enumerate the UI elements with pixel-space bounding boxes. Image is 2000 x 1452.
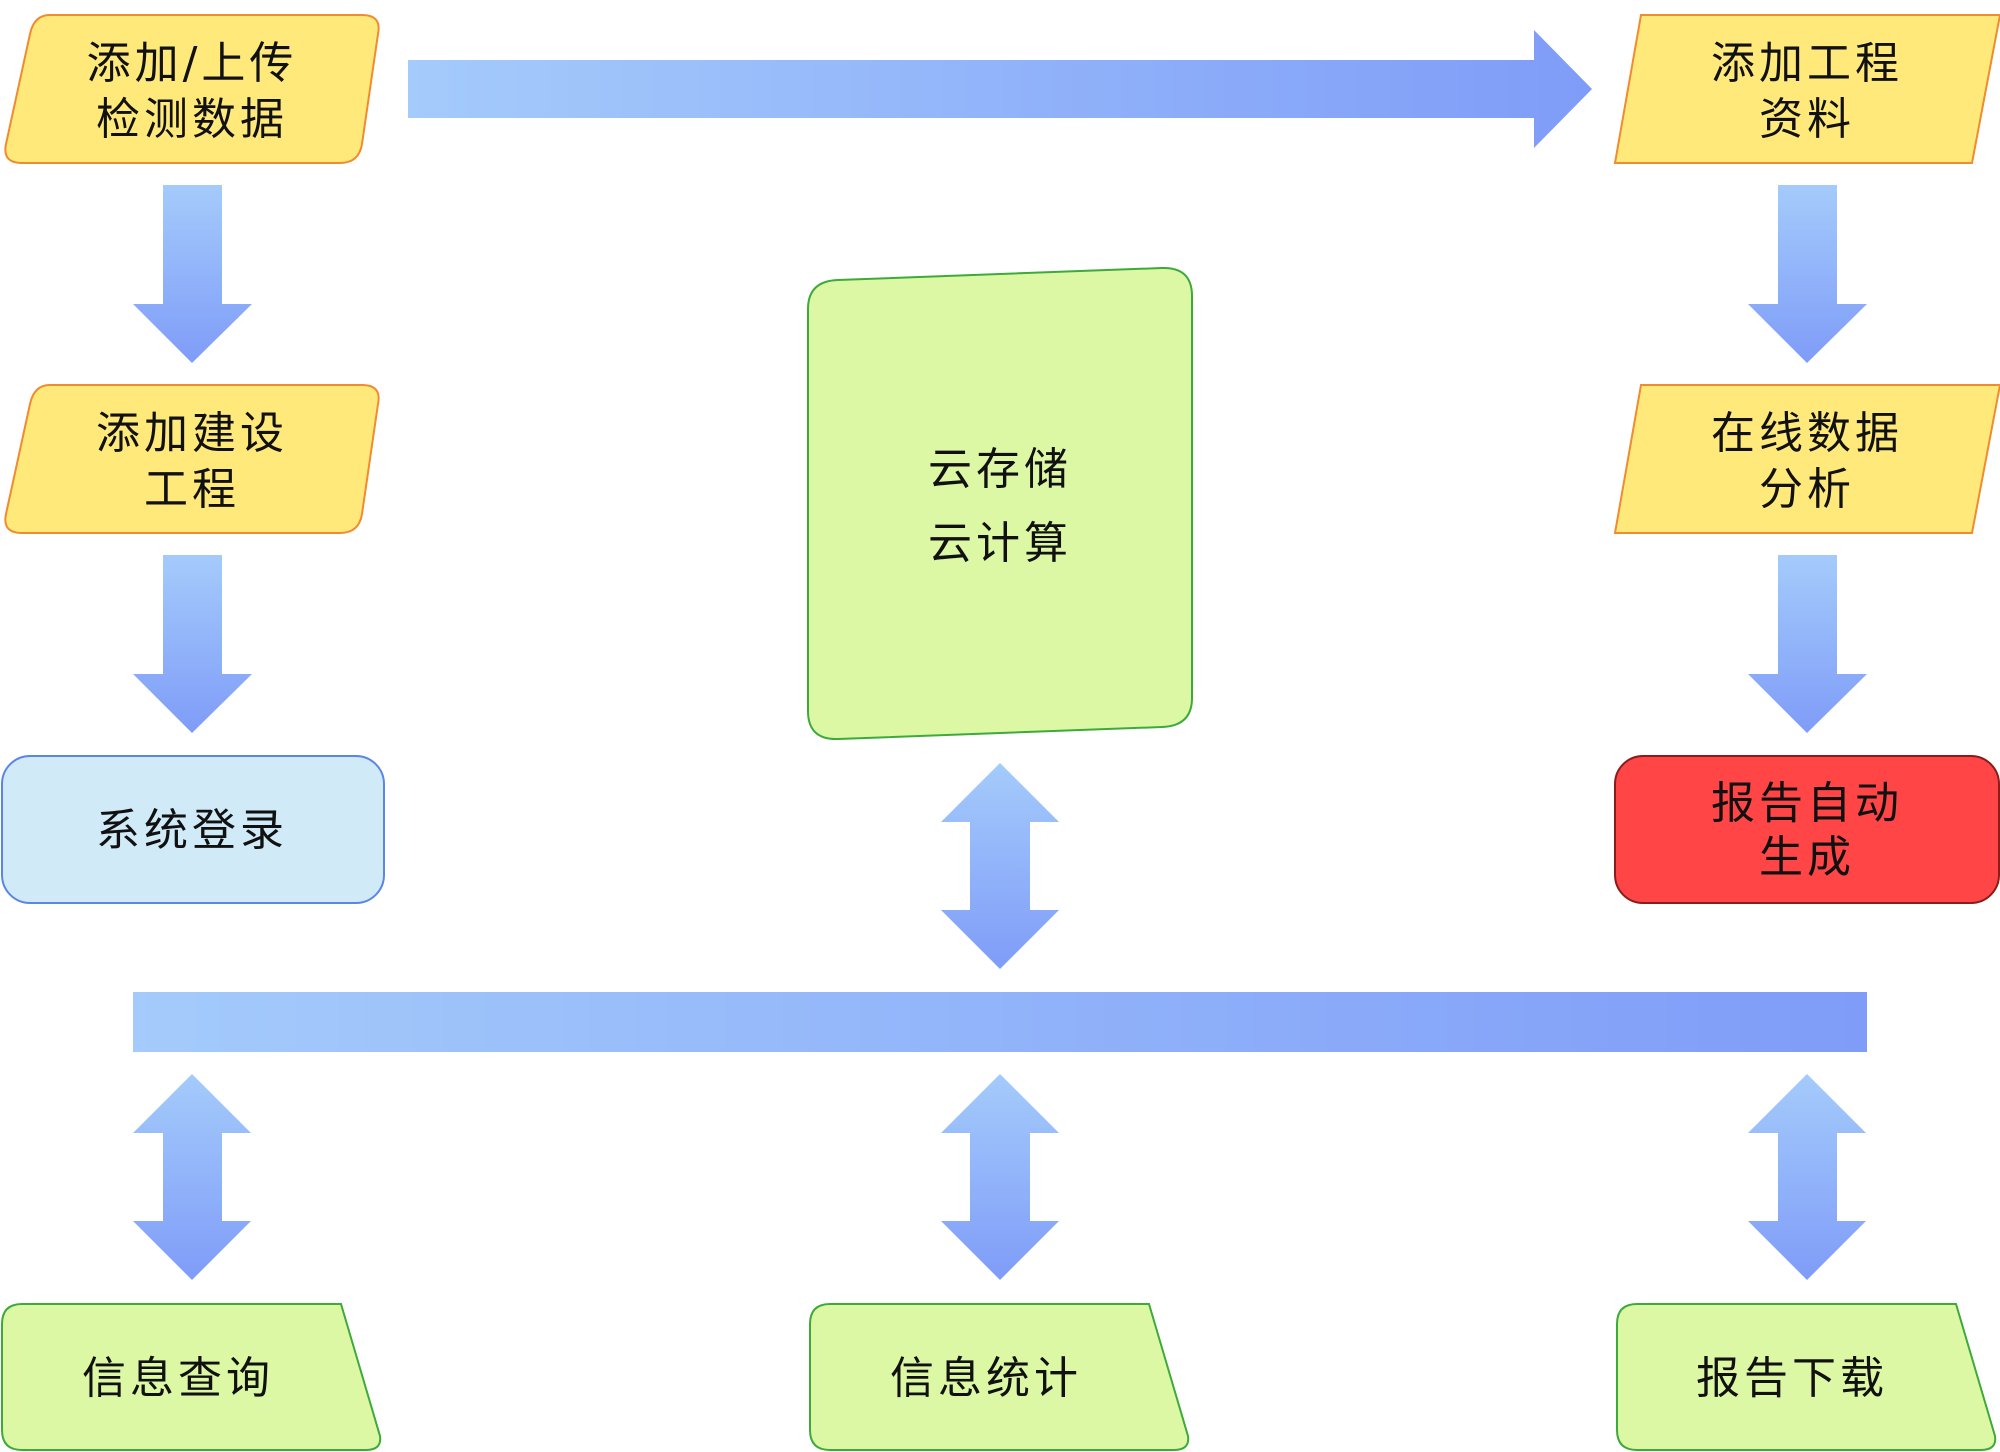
arrow-down-left-2 xyxy=(133,555,252,733)
node-label: 云存储 xyxy=(928,444,1072,495)
node-add-project-docs: 添加工程 资料 xyxy=(1613,14,2000,164)
node-online-data-analysis: 在线数据 分析 xyxy=(1613,384,2000,534)
node-label: 信息统计 xyxy=(890,1353,1082,1404)
node-label: 检测数据 xyxy=(96,94,288,145)
node-label: 分析 xyxy=(1759,464,1855,515)
arrow-right-top xyxy=(408,30,1592,148)
node-info-statistics: 信息统计 xyxy=(809,1303,1190,1451)
node-label: 添加工程 xyxy=(1711,38,1903,89)
node-upload-detection-data: 添加/上传 检测数据 xyxy=(4,14,380,164)
node-report-download: 报告下载 xyxy=(1616,1303,1997,1451)
arrow-down-left-1 xyxy=(133,185,252,363)
node-label: 生成 xyxy=(1759,832,1855,883)
node-info-query: 信息查询 xyxy=(1,1303,382,1451)
node-label: 报告自动 xyxy=(1711,778,1903,829)
node-label: 系统登录 xyxy=(96,805,288,856)
arrow-double-left-bottom xyxy=(133,1074,251,1280)
arrow-double-right-bottom xyxy=(1748,1074,1866,1280)
node-report-auto-generate: 报告自动 生成 xyxy=(1614,755,2000,904)
node-label: 添加建设 xyxy=(96,408,288,459)
arrow-double-center-top xyxy=(941,763,1059,969)
node-label: 云计算 xyxy=(928,518,1072,569)
node-label: 信息查询 xyxy=(82,1353,274,1404)
node-add-construction-project: 添加建设 工程 xyxy=(4,384,380,534)
bus-bar xyxy=(133,992,1867,1052)
node-label: 报告下载 xyxy=(1696,1353,1888,1404)
arrow-double-center-bottom xyxy=(941,1074,1059,1280)
node-label: 在线数据 xyxy=(1711,408,1903,459)
node-label: 资料 xyxy=(1759,94,1855,145)
node-label: 添加/上传 xyxy=(87,38,298,89)
node-label: 工程 xyxy=(144,464,240,515)
node-cloud-storage-computing: 云存储 云计算 xyxy=(807,266,1193,741)
arrow-down-right-2 xyxy=(1748,555,1867,733)
node-system-login: 系统登录 xyxy=(1,755,385,904)
arrow-down-right-1 xyxy=(1748,185,1867,363)
